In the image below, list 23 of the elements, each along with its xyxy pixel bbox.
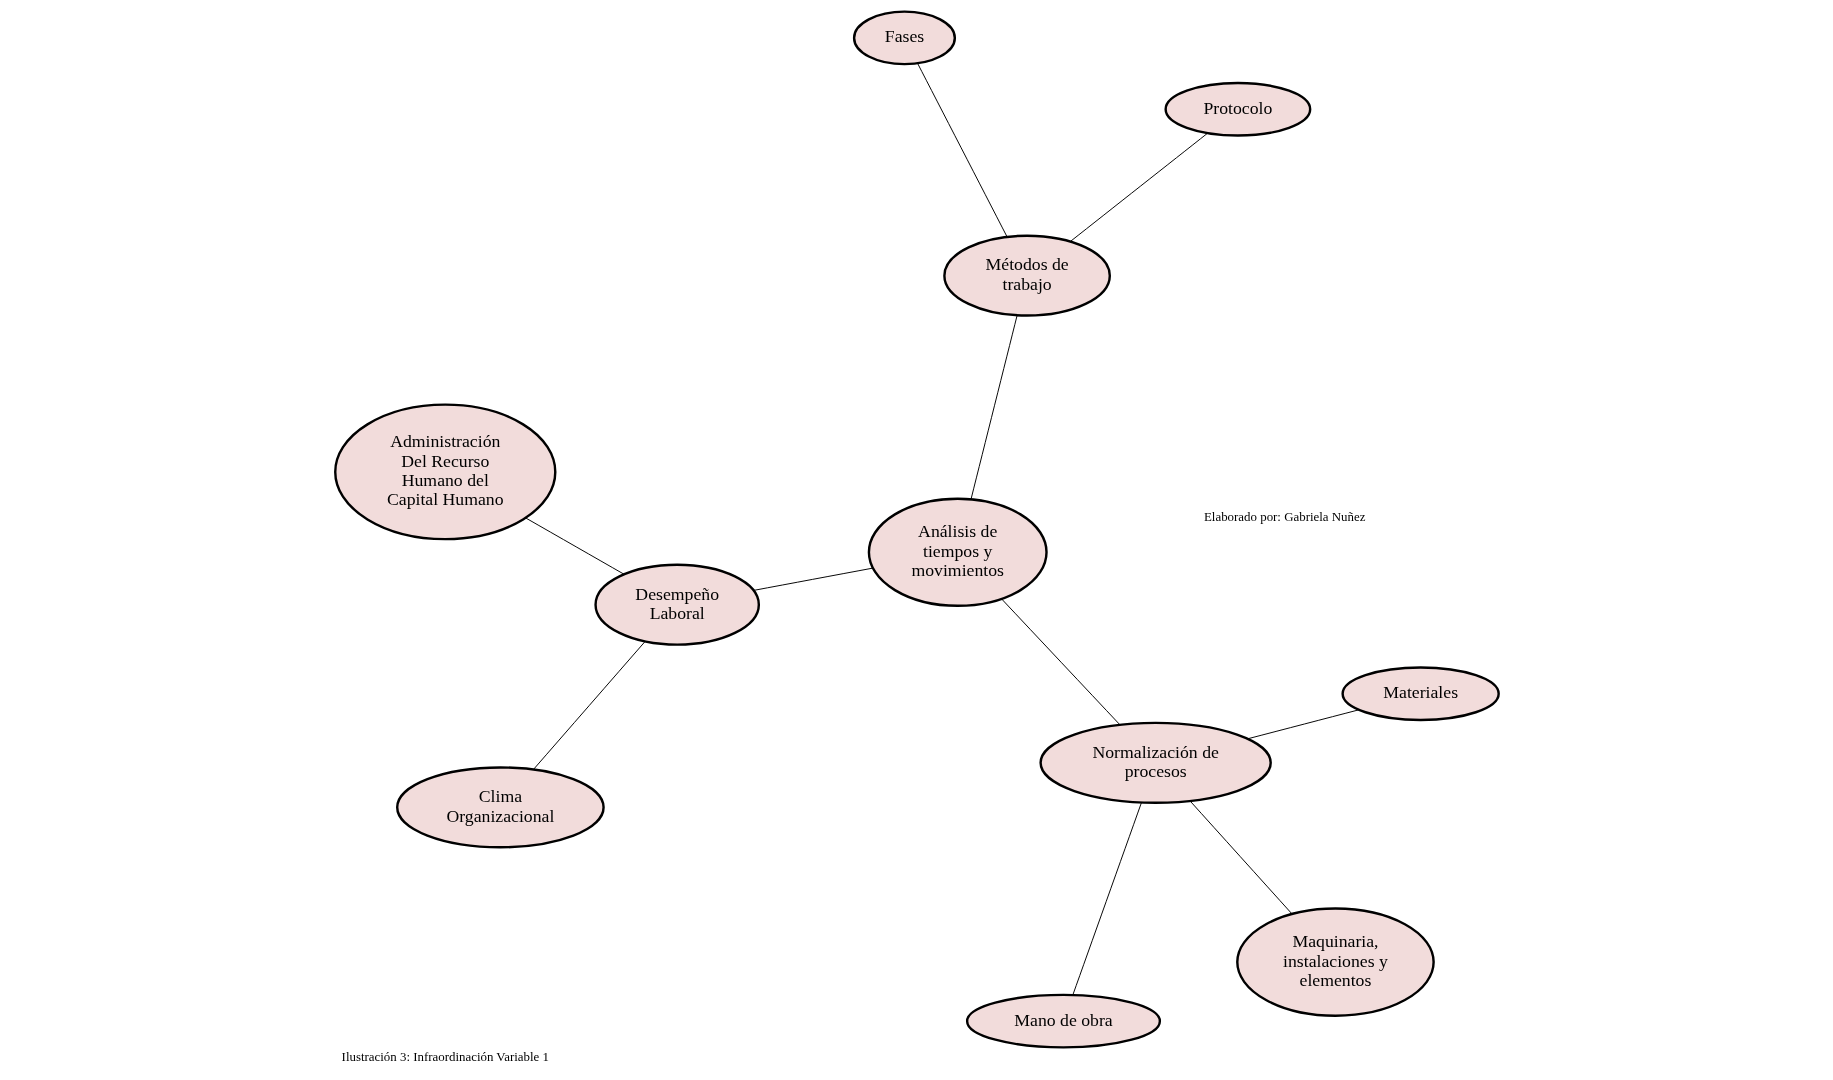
node-ellipse: Clima Organizacional [395,766,605,849]
connector [1071,802,1142,996]
caption: Ilustración 3: Infraordinación Variable 1 [341,1049,549,1064]
node-ellipse: Análisis de tiempos y movimientos [867,497,1048,608]
node-ellipse: Materiales [1340,666,1500,722]
connector [970,314,1018,500]
node-ellipse: Mano de obra [965,993,1161,1049]
node-ellipse: Normalización de procesos [1038,721,1272,804]
node-ellipse: Desempeño Laboral [593,563,760,646]
connector [1000,598,1120,726]
node-ellipse: Maquinaria, instalaciones y elementos [1235,907,1435,1017]
node-ellipse: Fases [852,10,956,66]
connector [1069,132,1208,243]
connector [916,62,1007,238]
node-ellipse: Métodos de trabajo [942,234,1111,317]
connector [752,567,873,591]
connector [1189,800,1292,915]
connector [524,517,624,575]
label: Elaborado por: Gabriela Nuñez [1203,510,1365,525]
node-ellipse: Protocolo [1163,81,1311,137]
connector [1247,709,1359,740]
connector [532,641,645,770]
node-ellipse: Administración Del Recurso Humano del Capital Humano [333,403,556,541]
